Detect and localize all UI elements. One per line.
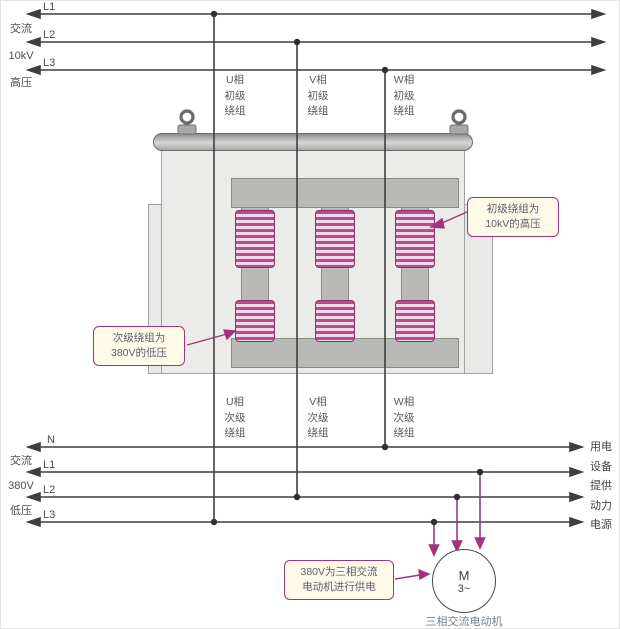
hv-line-label-l2: L2 <box>43 29 56 41</box>
primary-coil-u <box>235 210 275 268</box>
hv-bus-lines <box>25 8 607 76</box>
load-side-label: 用电 设备 提供 动力 电源 <box>590 441 612 531</box>
secondary-winding-label-w: W相 次级 绕组 <box>393 396 415 439</box>
hv-line-label-l3: L3 <box>43 57 56 69</box>
primary-winding-label-u: U相 初级 绕组 <box>224 74 246 117</box>
three-phase-motor-symbol: M 3~ <box>432 549 496 613</box>
motor-feeder-arrows <box>428 472 486 557</box>
core-top-yoke <box>231 178 459 208</box>
lv-line-label-l3: L3 <box>43 509 56 521</box>
secondary-coil-v <box>315 300 355 342</box>
core-bottom-yoke <box>231 338 459 368</box>
secondary-winding-label-v: V相 次级 绕组 <box>307 396 329 439</box>
secondary-coil-w <box>395 300 435 342</box>
lv-side-label: 交流 380V 低压 <box>8 455 34 517</box>
lv-line-label-l2: L2 <box>43 484 56 496</box>
motor-phase-symbol: 3~ <box>457 582 471 595</box>
primary-winding-label-w: W相 初级 绕组 <box>393 74 415 117</box>
lv-line-label-n: N <box>47 434 55 446</box>
motor-letter: M <box>458 567 470 583</box>
callout-primary-voltage: 初级绕组为 10kV的高压 <box>467 197 559 237</box>
lv-bus-lines <box>25 441 585 528</box>
secondary-winding-label-u: U相 次级 绕组 <box>224 396 246 439</box>
motor-caption: 三相交流电动机 <box>425 616 503 628</box>
lifting-lug-left <box>177 109 197 135</box>
primary-coil-v <box>315 210 355 268</box>
transformer-lid <box>153 133 473 151</box>
primary-coil-w <box>395 210 435 268</box>
hv-line-label-l1: L1 <box>43 1 56 13</box>
callout-secondary-voltage: 次级绕组为 380V的低压 <box>93 326 185 366</box>
lv-line-label-l1: L1 <box>43 459 56 471</box>
hv-side-label: 交流 10kV 高压 <box>8 23 34 89</box>
secondary-coil-u <box>235 300 275 342</box>
callout-motor-supply: 380V为三相交流 电动机进行供电 <box>284 560 394 600</box>
primary-winding-label-v: V相 初级 绕组 <box>307 74 329 117</box>
lifting-lug-right <box>449 109 469 135</box>
